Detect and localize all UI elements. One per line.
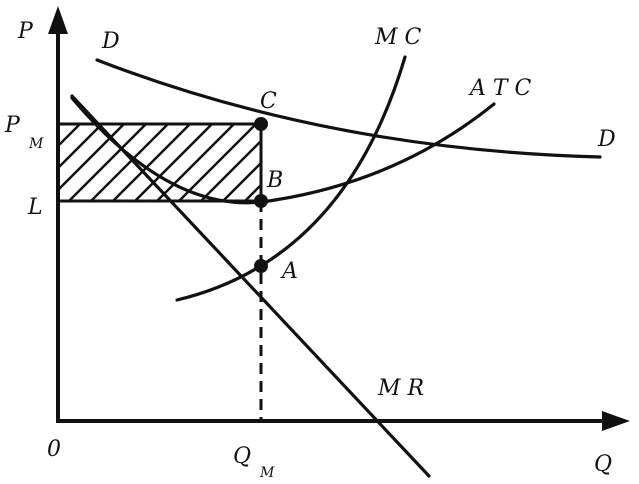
pm-label: P (4, 113, 21, 138)
hatch-line (178, 124, 257, 201)
hatch-line (244, 183, 261, 201)
atc-label: A T C (468, 76, 532, 101)
hatch-line (112, 124, 191, 201)
mr-label: M R (377, 376, 424, 401)
marginal-cost-curve (175, 55, 407, 302)
marginal-revenue-curve (70, 94, 431, 478)
demand-label-right: D (597, 127, 616, 152)
x-axis-arrow-icon (602, 411, 630, 431)
point-a-marker (254, 259, 268, 273)
l-label: L (27, 195, 43, 220)
y-axis-arrow-icon (48, 6, 68, 34)
profit-area (56, 122, 263, 203)
profit-hatching (58, 124, 261, 201)
pm-subscript: M (28, 136, 44, 152)
average-total-cost-curve (70, 96, 496, 205)
point-c-label: C (260, 89, 277, 114)
hatch-line (200, 139, 261, 201)
hatch-line (58, 124, 81, 148)
hatch-line (68, 124, 147, 201)
qm-label: Q (233, 444, 251, 469)
axes (48, 6, 630, 431)
point-a-label: A (280, 259, 298, 284)
mc-label: M C (374, 25, 422, 50)
point-b-label: B (266, 168, 283, 193)
hatch-line (222, 161, 261, 201)
point-b-marker (254, 194, 268, 208)
point-c-marker (254, 117, 268, 131)
hatch-line (90, 124, 169, 201)
demand-curve (95, 58, 602, 159)
origin-label: 0 (47, 437, 61, 462)
y-axis-label: P (17, 19, 34, 44)
demand-label-left: D (101, 29, 120, 54)
qm-subscript: M (259, 465, 275, 481)
hatch-line (134, 124, 213, 201)
hatch-line (58, 124, 103, 170)
x-axis-label: Q (594, 452, 612, 477)
hatch-line (156, 124, 235, 201)
